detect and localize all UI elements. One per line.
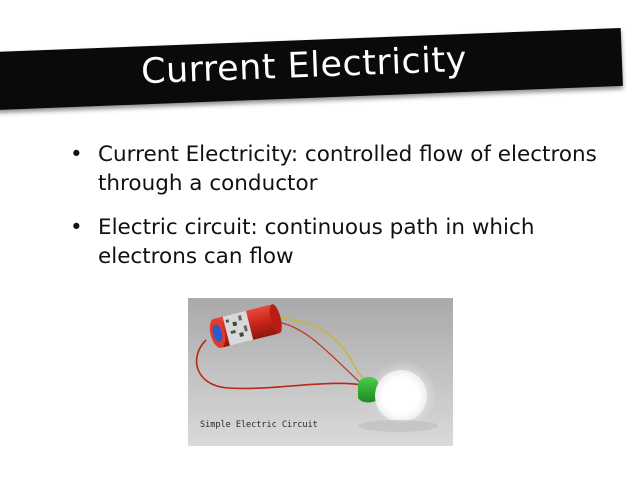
circuit-image: Simple Electric Circuit xyxy=(188,298,453,446)
red-wire xyxy=(195,339,369,390)
bullet-dot: • xyxy=(70,142,83,167)
battery xyxy=(209,304,282,348)
bullet-item-electric-circuit: • Electric circuit: continuous path in w… xyxy=(66,213,606,271)
bullet-text: Electric circuit: continuous path in whi… xyxy=(98,215,535,269)
light-bulb xyxy=(358,370,427,422)
shadow xyxy=(358,420,438,432)
bullet-dot: • xyxy=(70,215,83,240)
bullet-item-current-electricity: • Current Electricity: controlled flow o… xyxy=(66,140,606,198)
figure-caption: Simple Electric Circuit xyxy=(200,420,318,430)
bullet-list: • Current Electricity: controlled flow o… xyxy=(66,140,606,286)
red-wire-2 xyxy=(277,321,367,389)
bullet-text: Current Electricity: controlled flow of … xyxy=(98,142,597,196)
circuit-illustration xyxy=(188,298,453,446)
